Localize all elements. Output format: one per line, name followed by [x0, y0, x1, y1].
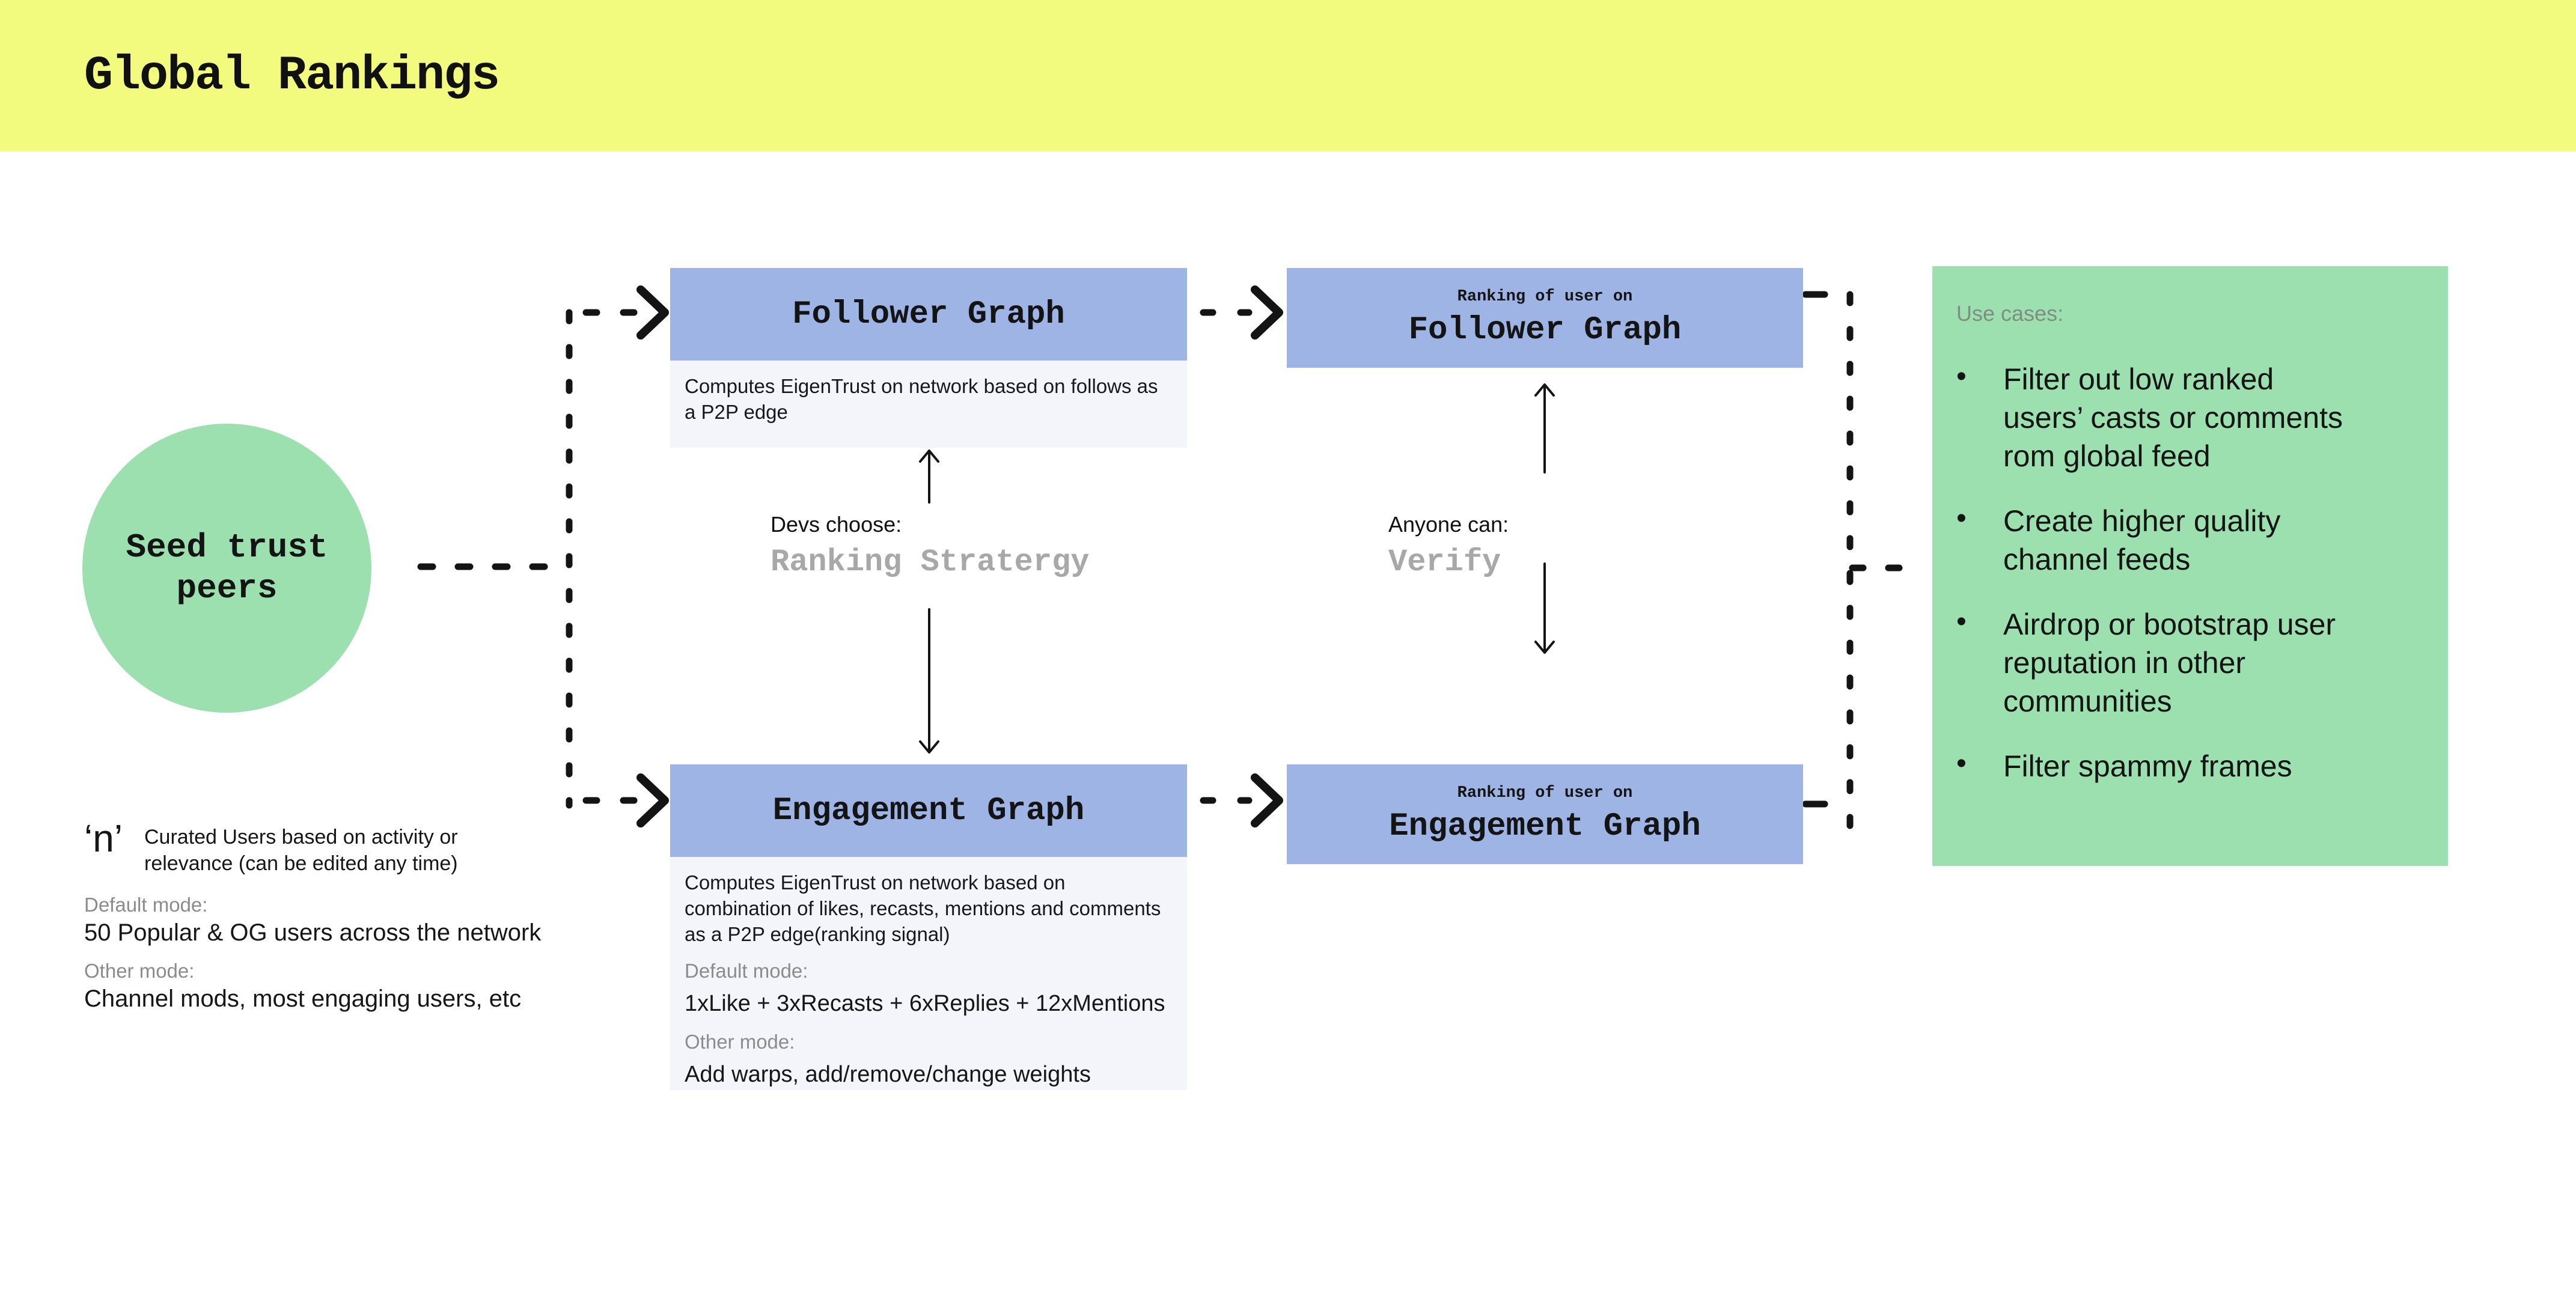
bullet-icon: • — [1956, 748, 1967, 779]
list-item: • Airdrop or bootstrap user reputation i… — [1956, 605, 2424, 721]
use-case-text: Create higher quality channel feeds — [2003, 504, 2281, 576]
seed-other-mode-label: Other mode: — [84, 960, 195, 982]
engagement-ranking-subtitle: Ranking of user on — [1457, 784, 1633, 802]
use-case-text: Airdrop or bootstrap user reputation in … — [2003, 608, 2336, 718]
anyone-can-label: Anyone can: — [1388, 512, 1509, 537]
use-cases-label: Use cases: — [1956, 301, 2064, 326]
n-description: Curated Users based on activity or relev… — [144, 826, 458, 875]
arrowhead-into-engagement-ranking-box — [1251, 773, 1283, 827]
engagement-ranking-box: Ranking of user on Engagement Graph — [1287, 764, 1803, 864]
anyone-to-ranking-arrowhead-down — [1534, 641, 1555, 654]
list-item: • Filter out low ranked users’ casts or … — [1956, 360, 2424, 475]
engagement-other-mode-value: Add warps, add/remove/change weights — [685, 1061, 1091, 1087]
use-case-text: Filter out low ranked users’ casts or co… — [2003, 362, 2343, 473]
follower-graph-box: Follower Graph — [670, 268, 1187, 361]
seed-trust-peers-node: Seed trust peers — [82, 424, 371, 713]
arrowhead-into-follower-box — [636, 285, 669, 340]
anyone-can-value: Verify — [1388, 544, 1501, 580]
seed-default-mode-value: 50 Popular & OG users across the network — [84, 919, 542, 946]
anyone-can-block: Anyone can: Verify — [1388, 512, 1509, 580]
list-item: • Create higher quality channel feeds — [1956, 502, 2424, 579]
devs-choose-value: Ranking Stratergy — [771, 544, 1090, 580]
follower-graph-title: Follower Graph — [792, 296, 1065, 333]
seed-trust-peers-label: Seed trust peers — [126, 528, 328, 608]
follower-ranking-title: Follower Graph — [1408, 311, 1682, 349]
engagement-other-mode-label: Other mode: — [685, 1030, 795, 1053]
arrowhead-into-engagement-box — [636, 773, 669, 827]
header-band: Global Rankings — [0, 0, 2576, 151]
devs-choose-label: Devs choose: — [771, 512, 902, 537]
seed-other-mode-value: Channel mods, most engaging users, etc — [84, 986, 522, 1012]
devs-choose-block: Devs choose: Ranking Stratergy — [771, 512, 1090, 580]
engagement-default-mode-value: 1xLike + 3xRecasts + 6xReplies + 12xMent… — [685, 990, 1165, 1016]
follower-graph-description: Computes EigenTrust on network based on … — [670, 361, 1187, 448]
bullet-icon: • — [1956, 606, 1967, 638]
follower-to-devs-arrowhead-up — [919, 449, 939, 463]
page-title: Global Rankings — [84, 48, 500, 103]
arrowhead-into-follower-ranking-box — [1251, 285, 1283, 340]
bullet-icon: • — [1956, 502, 1967, 534]
use-case-text: Filter spammy frames — [2003, 749, 2292, 783]
engagement-graph-title: Engagement Graph — [772, 792, 1085, 829]
use-cases-panel: Use cases: • Filter out low ranked users… — [1932, 266, 2448, 866]
bullet-icon: • — [1956, 361, 1967, 392]
engagement-default-mode-label: Default mode: — [685, 959, 808, 982]
engagement-graph-details: Computes EigenTrust on network based on … — [670, 857, 1187, 1090]
follower-graph-description-text: Computes EigenTrust on network based on … — [685, 375, 1158, 423]
follower-ranking-box: Ranking of user on Follower Graph — [1287, 268, 1803, 368]
seed-default-mode-label: Default mode: — [84, 894, 208, 916]
list-item: • Filter spammy frames — [1956, 747, 2424, 785]
ranking-to-anyone-arrowhead-up — [1534, 383, 1555, 397]
engagement-graph-box: Engagement Graph — [670, 764, 1187, 857]
use-cases-list: • Filter out low ranked users’ casts or … — [1956, 360, 2424, 785]
devs-to-engagement-arrowhead-down — [919, 740, 939, 754]
engagement-ranking-title: Engagement Graph — [1389, 808, 1701, 845]
engagement-graph-description: Computes EigenTrust on network based on … — [685, 871, 1161, 945]
follower-ranking-subtitle: Ranking of user on — [1457, 287, 1633, 306]
n-symbol: ‘n’ — [84, 817, 123, 860]
